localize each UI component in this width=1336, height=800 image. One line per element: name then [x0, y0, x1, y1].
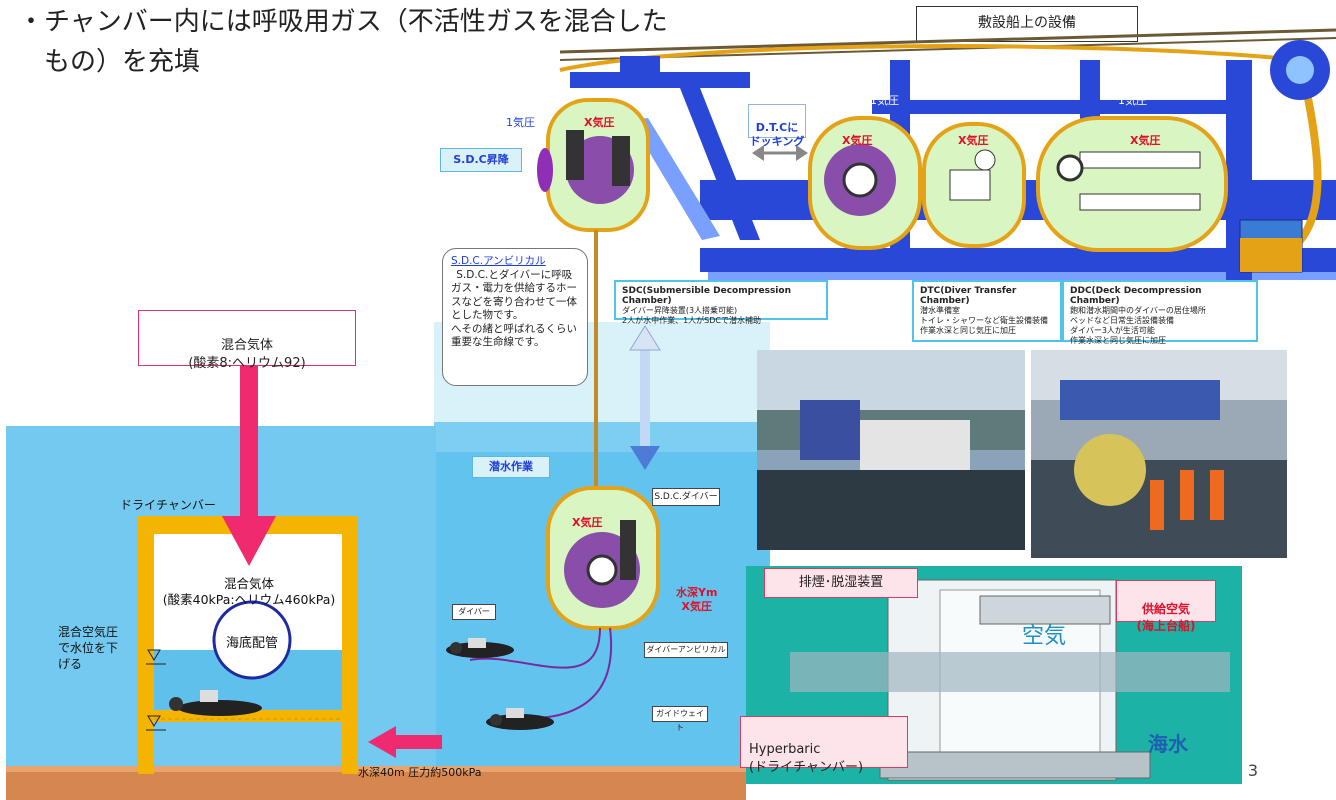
air-label: 空気	[1022, 624, 1067, 649]
bullet-line-1: ・チャンバー内には呼吸用ガス（不活性ガスを混合した	[18, 7, 668, 37]
ddc-title: DDC(Deck Decompression Chamber)	[1070, 286, 1202, 306]
pressure-1atm-right: 1気圧	[1118, 94, 1147, 107]
pressure-1atm-left: 1気圧	[506, 116, 535, 129]
dry-chamber	[138, 516, 358, 774]
sdc-ascent-label: S.D.C昇降	[440, 148, 522, 172]
diver-umbilical-label: ダイバーアンビリカル	[644, 642, 728, 658]
sdc-chamber-bottom	[546, 486, 660, 630]
vertical-arrow-icon	[629, 325, 661, 470]
diving-work-label: 潜水作業	[472, 456, 550, 478]
dtc-callout: DTC(Diver Transfer Chamber) 潜水準備室 トイレ・シャ…	[912, 280, 1062, 342]
sdc-diver-text: S.D.C.ダイバー	[654, 492, 718, 502]
sdc-ascent-text: S.D.C昇降	[453, 153, 509, 166]
guide-weight-text: ガイドウェイト	[656, 709, 704, 732]
mid-water-shade	[434, 422, 770, 452]
depth-pressure-label: 水深40m 圧力約500kPa	[358, 766, 482, 779]
ddc-callout: DDC(Deck Decompression Chamber) 飽和潜水期間中の…	[1062, 280, 1258, 345]
sdc-text: ダイバー昇降装置(3人搭乗可能) 2人が水中作業、1人がSDCで潜水補助	[622, 306, 762, 325]
x-pressure-sdc: X気圧	[584, 116, 615, 129]
umbilical-title: S.D.C.アンビリカル	[451, 255, 546, 267]
diver-umbilical-text: ダイバーアンビリカル	[646, 645, 726, 654]
page-number: 3	[1247, 761, 1258, 780]
docking-text: D.T.Cに ドッキング	[749, 121, 805, 148]
sdc-chamber-top	[537, 98, 650, 232]
ddc-chamber	[1036, 116, 1228, 252]
guide-weight-label: ガイドウェイト	[652, 706, 708, 732]
hyperbaric-text: Hyperbaric (ドライチャンバー)	[749, 742, 864, 775]
x-pressure-dock: X気圧	[842, 134, 873, 147]
lower-water-label: 混合空気圧 で水位を下 げる	[58, 625, 119, 671]
sdc-diver-label: S.D.C.ダイバー	[652, 488, 720, 506]
mixed-gas-inside: 混合気体 (酸素40kPa:ヘリウム460kPa)	[162, 576, 336, 607]
dtc-chamber	[922, 122, 1026, 248]
mixed-gas-box: 混合気体 (酸素8:ヘリウム92)	[138, 310, 356, 371]
water-level-marks	[146, 649, 166, 731]
pressure-left-arrow	[368, 726, 442, 758]
diving-work-text: 潜水作業	[489, 460, 533, 473]
exhaust-label: 排煙･脱湿装置	[764, 568, 918, 598]
pressure-1atm-mid: 1気圧	[870, 94, 899, 107]
diver-2	[486, 708, 554, 730]
dry-chamber-label: ドライチャンバー	[120, 498, 216, 512]
umbilical-bubble: S.D.C.アンビリカル S.D.C.とダイバーに呼吸ガス・電力を供給するホース…	[442, 248, 588, 386]
docking-chamber	[808, 116, 922, 250]
mixed-gas-box-text: 混合気体 (酸素8:ヘリウム92)	[188, 338, 306, 371]
x-pressure-ddc: X気圧	[1130, 134, 1161, 147]
docking-arrow-icon	[752, 145, 808, 161]
air-supply-label: 供給空気 (海上台船)	[1116, 580, 1216, 633]
x-pressure-dtc: X気圧	[958, 134, 989, 147]
dry-chamber-diver	[169, 690, 262, 716]
air-supply-text: 供給空気 (海上台船)	[1136, 602, 1196, 633]
hyperbaric-label: Hyperbaric (ドライチャンバー)	[740, 716, 908, 775]
diver-umbilical-path	[469, 627, 601, 669]
dtc-title: DTC(Diver Transfer Chamber)	[920, 286, 1017, 306]
docking-label: D.T.Cに ドッキング	[748, 104, 806, 148]
ship-photo-2	[1031, 350, 1287, 558]
sdc-callout: SDC(Submersible Decompression Chamber) ダ…	[614, 280, 828, 325]
bullet-line-2: もの）を充填	[44, 47, 201, 77]
ship-photo-1	[757, 350, 1025, 550]
depth-label: 水深Ym X気圧	[676, 586, 718, 613]
x-pressure-dive: X気圧	[572, 516, 603, 529]
diver-text: ダイバー	[458, 607, 490, 616]
umbilical-text: S.D.C.とダイバーに呼吸ガス・電力を供給するホースなどを寄り合わせて一体とし…	[451, 268, 577, 349]
seabed-pipe-label: 海底配管	[225, 636, 278, 651]
seabed-top	[6, 766, 746, 772]
bullet-text: ・チャンバー内には呼吸用ガス（不活性ガスを混合した もの）を充填	[18, 2, 878, 82]
sdc-title: SDC(Submersible Decompression Chamber)	[622, 286, 791, 306]
exhaust-text: 排煙･脱湿装置	[798, 575, 884, 590]
diver-1	[446, 638, 514, 658]
diver-label: ダイバー	[452, 604, 496, 620]
seabed	[6, 770, 746, 800]
dtc-text: 潜水準備室 トイレ・シャワーなど衛生設備装備 作業水深と同じ気圧に加圧	[920, 306, 1048, 335]
mixed-gas-down-arrow	[222, 366, 276, 566]
ddc-text: 飽和潜水期間中のダイバーの居住場所 ベッドなど日常生活設備装備 ダイバー3人が生…	[1070, 306, 1206, 345]
ship-equipment-text: 敷設船上の設備	[978, 15, 1076, 31]
seawater-label: 海水	[1148, 732, 1188, 756]
